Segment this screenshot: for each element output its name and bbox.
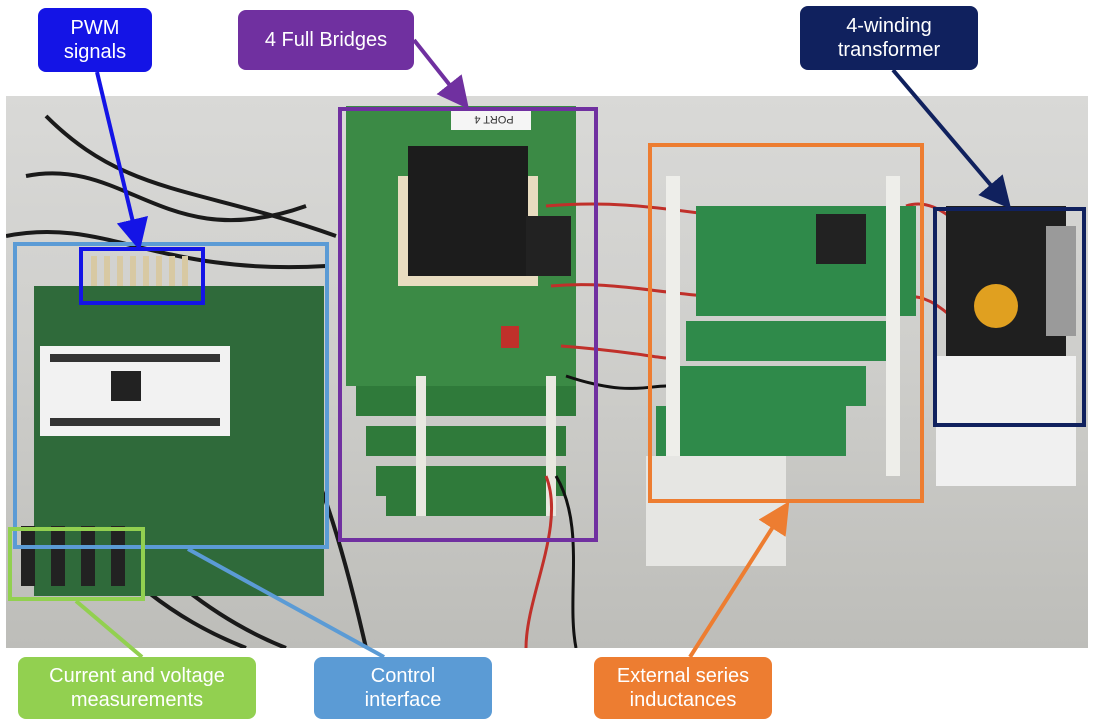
pwm-signals-label: PWM signals	[38, 8, 152, 72]
port-tag: PORT 4	[474, 113, 514, 125]
transformer-frame	[933, 207, 1086, 427]
transformer-label: 4-winding transformer	[800, 6, 978, 70]
inductances-label: External series inductances	[594, 657, 772, 719]
full-bridges-frame	[338, 107, 598, 542]
control-interface-frame	[13, 242, 329, 549]
bridges-pointer	[412, 38, 469, 110]
measurements-frame	[8, 527, 145, 601]
control-interface-label: Control interface	[314, 657, 492, 719]
full-bridges-label: 4 Full Bridges	[238, 10, 414, 70]
measurements-label: Current and voltage measurements	[18, 657, 256, 719]
inductances-frame	[648, 143, 924, 503]
